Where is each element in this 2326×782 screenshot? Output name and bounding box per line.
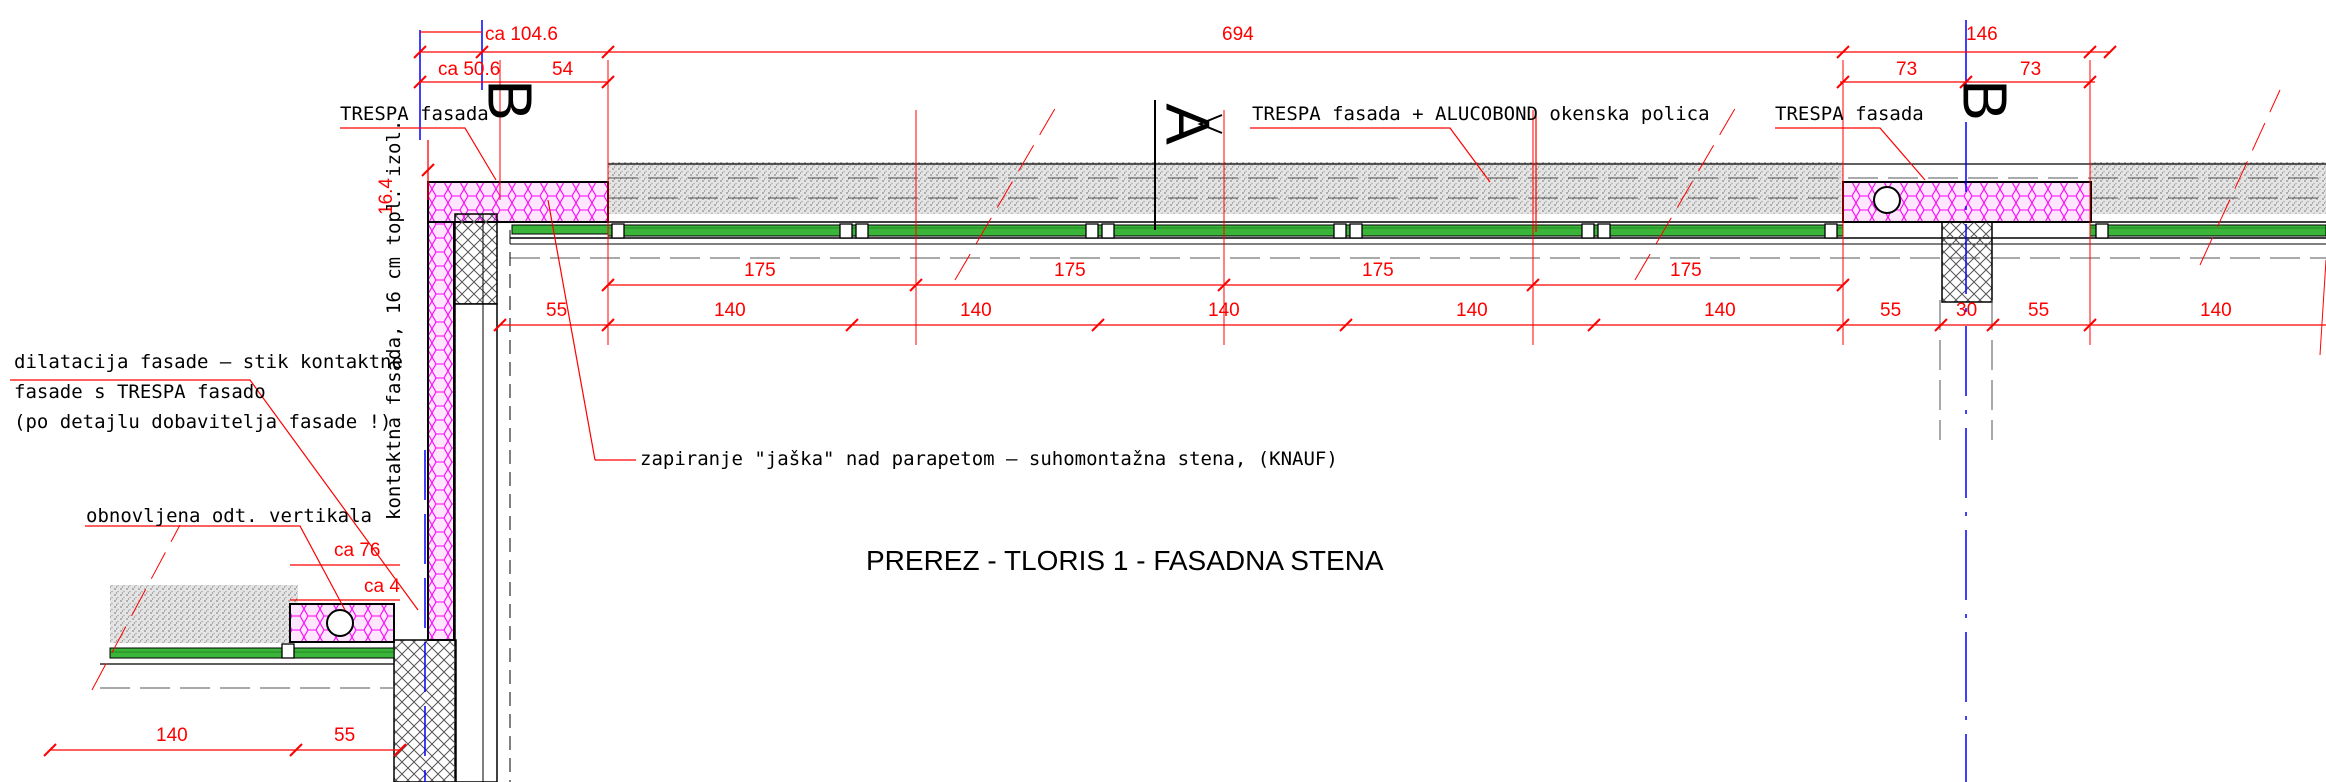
dim-175-3: 175 <box>1362 260 1394 281</box>
dim-ca104: ca 104.6 <box>485 24 558 45</box>
dim-ca76: ca 76 <box>334 540 380 561</box>
green-panel-strip <box>607 224 1844 237</box>
dim-55-left: 55 <box>334 725 355 746</box>
dim-175-1: 175 <box>744 260 776 281</box>
dim-146: 146 <box>1966 24 1998 45</box>
dim-ca50: ca 50.6 <box>438 59 500 80</box>
gravel-lower-left <box>110 585 298 643</box>
panel-brackets <box>611 223 2109 239</box>
dim-175-2: 175 <box>1054 260 1086 281</box>
dim-55-c: 55 <box>2028 300 2049 321</box>
dimension-lines <box>43 31 2326 757</box>
label-obnovljena: obnovljena odt. vertikala <box>86 505 372 527</box>
dim-140-d: 140 <box>1456 300 1488 321</box>
label-dilatacija-3: (po detajlu dobavitelja fasade !) <box>14 411 392 433</box>
gravel-strip-2 <box>2090 162 2326 214</box>
dim-73b: 73 <box>2020 59 2041 80</box>
dim-140-e: 140 <box>1704 300 1736 321</box>
tube-right <box>1873 186 1901 214</box>
dim-55-a: 55 <box>546 300 567 321</box>
dim-140-c: 140 <box>1208 300 1240 321</box>
dim-73a: 73 <box>1896 59 1917 80</box>
label-dilatacija-1: dilatacija fasade – stik kontaktne <box>14 351 403 373</box>
label-trespa-left: TRESPA fasada <box>340 103 489 125</box>
section-mark-a: A <box>1152 103 1221 145</box>
dim-175-4: 175 <box>1670 260 1702 281</box>
dim-16-4: 16.4 <box>376 178 397 215</box>
dim-30: 30 <box>1956 300 1977 321</box>
leader-lines <box>10 110 1926 611</box>
masonry-wall <box>454 213 498 305</box>
structure-layer <box>100 162 2326 782</box>
green-panel-strip-right <box>2089 224 2326 237</box>
drawing-title: PREREZ - TLORIS 1 - FASADNA STENA <box>866 545 1384 576</box>
axis-lines <box>91 20 2326 782</box>
green-lower-left <box>109 647 395 659</box>
dim-140-a: 140 <box>714 300 746 321</box>
dim-140-b: 140 <box>960 300 992 321</box>
section-arrow-a <box>1197 114 1223 134</box>
green-panel-left <box>511 224 609 235</box>
annotation-labels: TRESPA fasada TRESPA fasada + ALUCOBOND … <box>14 103 1924 527</box>
dim-140-f: 140 <box>2200 300 2232 321</box>
wall-column <box>454 303 498 782</box>
tube-left <box>326 609 354 637</box>
section-mark-b-left: B <box>474 79 543 120</box>
insulation-vertical <box>427 181 455 641</box>
dim-55-b: 55 <box>1880 300 1901 321</box>
pillar-right <box>1941 221 1993 303</box>
label-dilatacija-2: fasade s TRESPA fasado <box>14 381 266 403</box>
section-marks: B A B <box>474 79 2018 145</box>
label-trespa-alucobond: TRESPA fasada + ALUCOBOND okenska polica <box>1252 103 1710 125</box>
dim-694: 694 <box>1222 24 1254 45</box>
dim-ca4: ca 4 <box>364 576 400 597</box>
label-kontaktna: kontaktna fasada, 16 cm topl. izol. <box>383 120 405 520</box>
dim-54: 54 <box>552 59 574 80</box>
section-mark-b-right: B <box>1949 79 2018 120</box>
dimension-texts: ca 104.6 ca 50.6 54 694 146 73 73 175 17… <box>156 24 2232 746</box>
dim-140-left: 140 <box>156 725 188 746</box>
label-trespa-right: TRESPA fasada <box>1775 103 1924 125</box>
gravel-strip-1 <box>608 162 1843 214</box>
label-zapiranje: zapiranje "jaška" nad parapetom – suhomo… <box>640 448 1338 470</box>
